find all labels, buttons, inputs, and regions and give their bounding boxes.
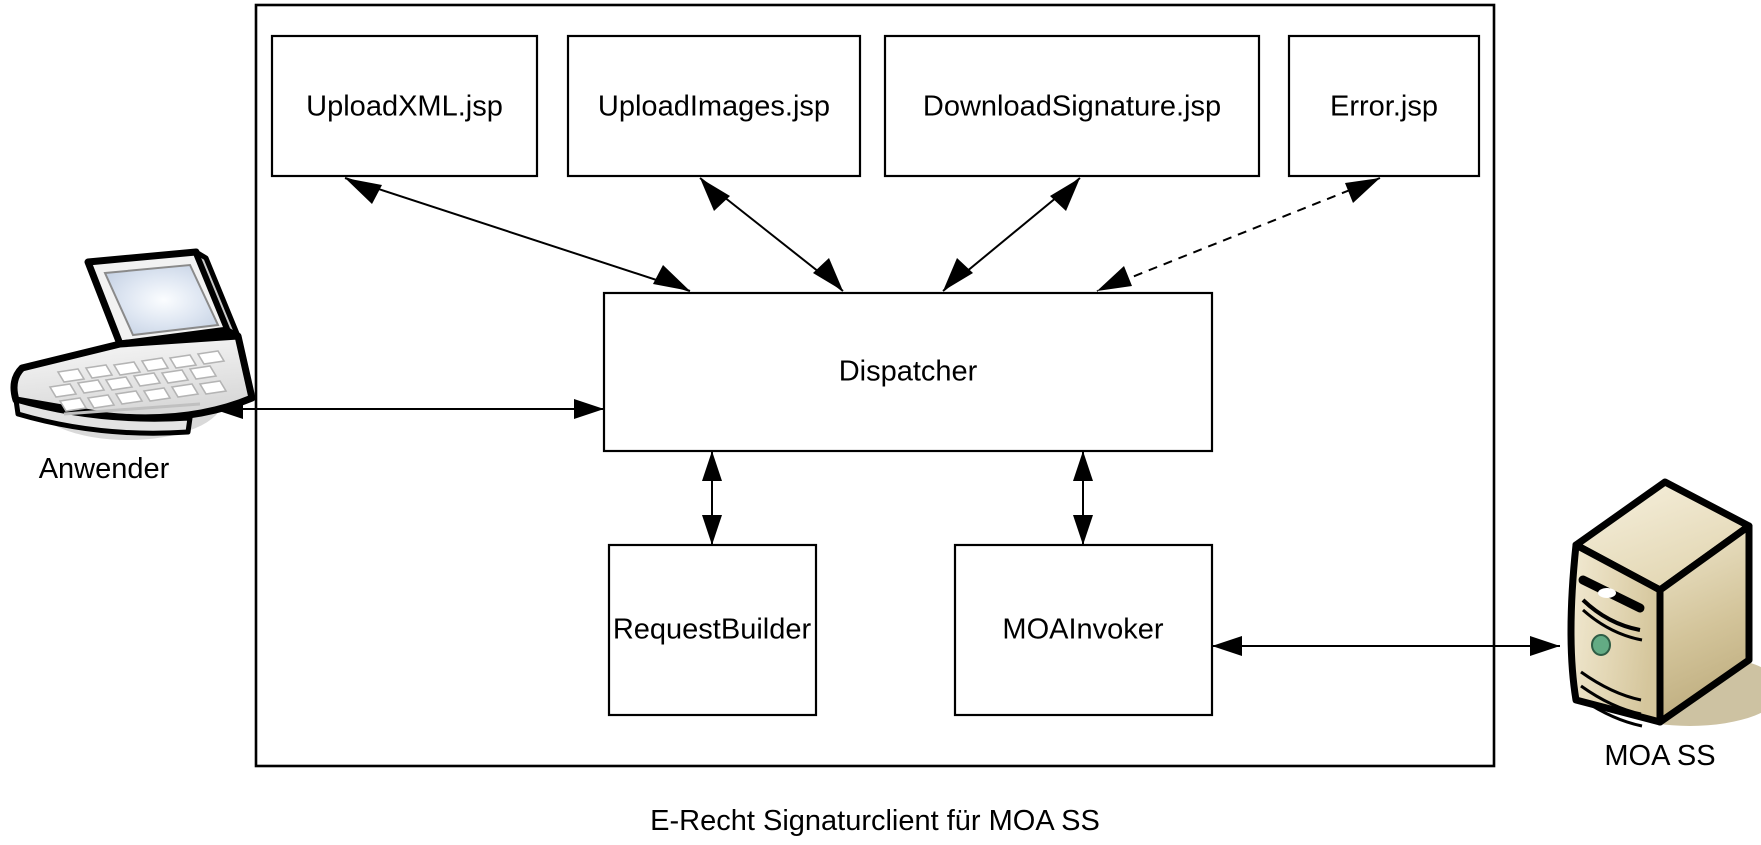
edge-dispatcher-uploadxml-arrow-up [345, 178, 382, 204]
node-uploadxml[interactable]: UploadXML.jsp [270, 34, 539, 178]
edge-dispatcher-uploadimages-arrow-down [813, 258, 843, 291]
edge-dispatcher-uploadxml-line [344, 177, 691, 292]
edge-dispatcher-uploadxml-arrow-down [653, 265, 690, 291]
node-uploadxml-rect[interactable] [270, 34, 539, 178]
edge-dispatcher-error-arrow-down [1097, 266, 1132, 291]
laptop-trackpad [63, 402, 201, 416]
edge-dispatcher-requestbuilder-arrow-up [702, 451, 722, 481]
actor-anwender-label: Anwender [39, 453, 170, 485]
server-drive-tray [1581, 598, 1641, 632]
server-vents [1580, 670, 1643, 728]
laptop-base [10, 332, 256, 422]
actor-moass-label: MOA SS [1604, 740, 1715, 772]
server-drive-tray-2 [1582, 608, 1643, 642]
node-downloadsignature[interactable]: DownloadSignature.jsp [883, 34, 1261, 178]
node-dispatcher-label: Dispatcher [839, 356, 978, 388]
diagram-caption: E-Recht Signaturclient für MOA SS [650, 805, 1100, 837]
server-tower-icon [1567, 478, 1761, 728]
edge-dispatcher-uploadxml [344, 177, 691, 292]
node-error[interactable]: Error.jsp [1287, 34, 1481, 178]
edge-dispatcher-uploadimages [699, 177, 844, 292]
edge-anwender-dispatcher-arrow-right [574, 399, 604, 419]
node-requestbuilder[interactable]: RequestBuilder [607, 543, 818, 717]
edge-dispatcher-error-arrow-up [1345, 178, 1380, 203]
node-uploadxml-label: UploadXML.jsp [306, 91, 503, 123]
laptop-keys [48, 350, 228, 412]
edge-dispatcher-moainvoker-arrow-up [1073, 451, 1093, 481]
node-downloadsignature-label: DownloadSignature.jsp [923, 91, 1221, 123]
edge-moainvoker-moass [1212, 636, 1560, 656]
edge-dispatcher-downloadsignature [942, 177, 1081, 292]
node-error-rect[interactable] [1287, 34, 1481, 178]
server-power-led-icon [1591, 634, 1611, 656]
edge-dispatcher-requestbuilder [702, 451, 722, 545]
node-error-label: Error.jsp [1330, 91, 1438, 123]
edge-dispatcher-uploadimages-arrow-up [700, 178, 730, 211]
edge-dispatcher-moainvoker [1073, 451, 1093, 545]
node-requestbuilder-rect[interactable] [607, 543, 818, 717]
node-downloadsignature-rect[interactable] [883, 34, 1261, 178]
system-boundary-frame [254, 3, 1496, 768]
laptop-icon [10, 248, 256, 440]
edge-moainvoker-moass-arrow-left [1212, 636, 1242, 656]
node-dispatcher[interactable]: Dispatcher [602, 291, 1214, 453]
edge-dispatcher-moainvoker-arrow-down [1073, 515, 1093, 545]
node-uploadimages-label: UploadImages.jsp [598, 91, 830, 123]
edge-dispatcher-downloadsignature-arrow-up [1050, 178, 1080, 211]
node-moainvoker-rect[interactable] [953, 543, 1214, 717]
edge-dispatcher-downloadsignature-arrow-down [943, 258, 973, 291]
edge-dispatcher-error [1096, 177, 1381, 292]
server-side-face [1656, 522, 1753, 726]
node-moainvoker[interactable]: MOAInvoker [953, 543, 1214, 717]
edge-dispatcher-requestbuilder-arrow-down [702, 515, 722, 545]
edge-anwender-dispatcher [213, 399, 604, 419]
node-uploadimages[interactable]: UploadImages.jsp [566, 34, 862, 178]
edge-moainvoker-moass-arrow-right [1530, 636, 1560, 656]
server-drive-highlight [1598, 588, 1616, 598]
node-requestbuilder-label: RequestBuilder [613, 614, 812, 646]
node-uploadimages-rect[interactable] [566, 34, 862, 178]
node-moainvoker-label: MOAInvoker [1002, 614, 1163, 646]
node-dispatcher-rect[interactable] [602, 291, 1214, 453]
laptop-screen [103, 263, 220, 337]
edge-dispatcher-error-line [1096, 177, 1381, 292]
